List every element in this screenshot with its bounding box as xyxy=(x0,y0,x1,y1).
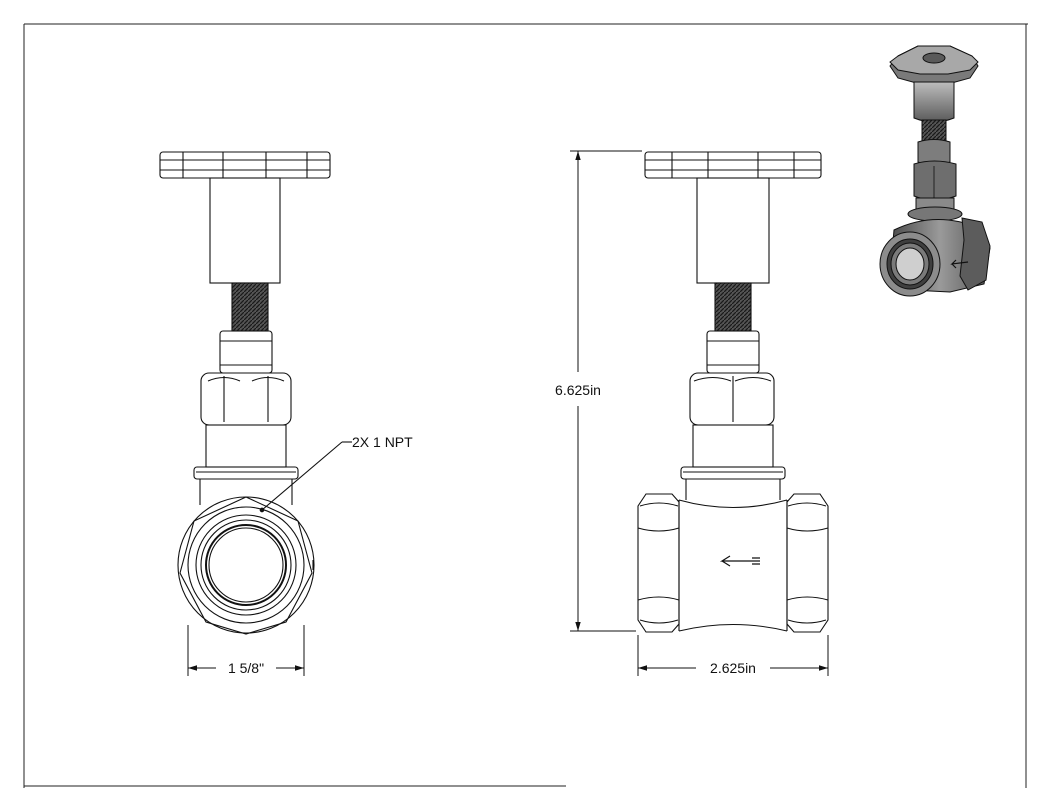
front-view xyxy=(159,151,352,635)
handwheel xyxy=(159,151,331,179)
front-width-dimension xyxy=(187,625,305,676)
isometric-view xyxy=(879,45,991,297)
side-threaded-stem xyxy=(714,282,752,332)
callout-leader xyxy=(261,441,343,511)
port-end xyxy=(177,496,315,635)
bonnet-hex xyxy=(200,372,292,426)
sheet-border xyxy=(23,23,1028,788)
threaded-stem xyxy=(231,282,269,332)
iso-port xyxy=(879,231,941,297)
front-width-label: 1 5/8" xyxy=(228,660,264,676)
port-callout: 2X 1 NPT xyxy=(352,434,413,450)
flow-arrow-icon xyxy=(719,555,760,567)
side-height-label: 6.625in xyxy=(555,382,601,398)
side-flange xyxy=(680,466,786,480)
side-handwheel xyxy=(644,151,822,179)
side-view xyxy=(637,151,829,633)
side-width-label: 2.625in xyxy=(710,660,756,676)
iso-bonnet-hex xyxy=(913,160,957,201)
iso-handwheel xyxy=(889,45,979,85)
side-bonnet-neck xyxy=(692,424,774,468)
side-valve-body xyxy=(637,479,829,633)
side-height-dimension xyxy=(570,150,642,632)
iso-flow-arrow-icon xyxy=(950,259,969,269)
iso-sleeve xyxy=(913,81,955,123)
iso-threaded-stem xyxy=(921,119,947,143)
flange xyxy=(193,466,299,480)
side-width-dimension xyxy=(637,635,829,676)
stem-sleeve xyxy=(209,177,281,284)
side-packing-nut xyxy=(706,330,760,374)
side-bonnet-hex xyxy=(689,372,775,426)
bonnet-neck xyxy=(205,424,287,468)
packing-nut xyxy=(219,330,273,374)
side-stem-sleeve xyxy=(696,177,770,284)
